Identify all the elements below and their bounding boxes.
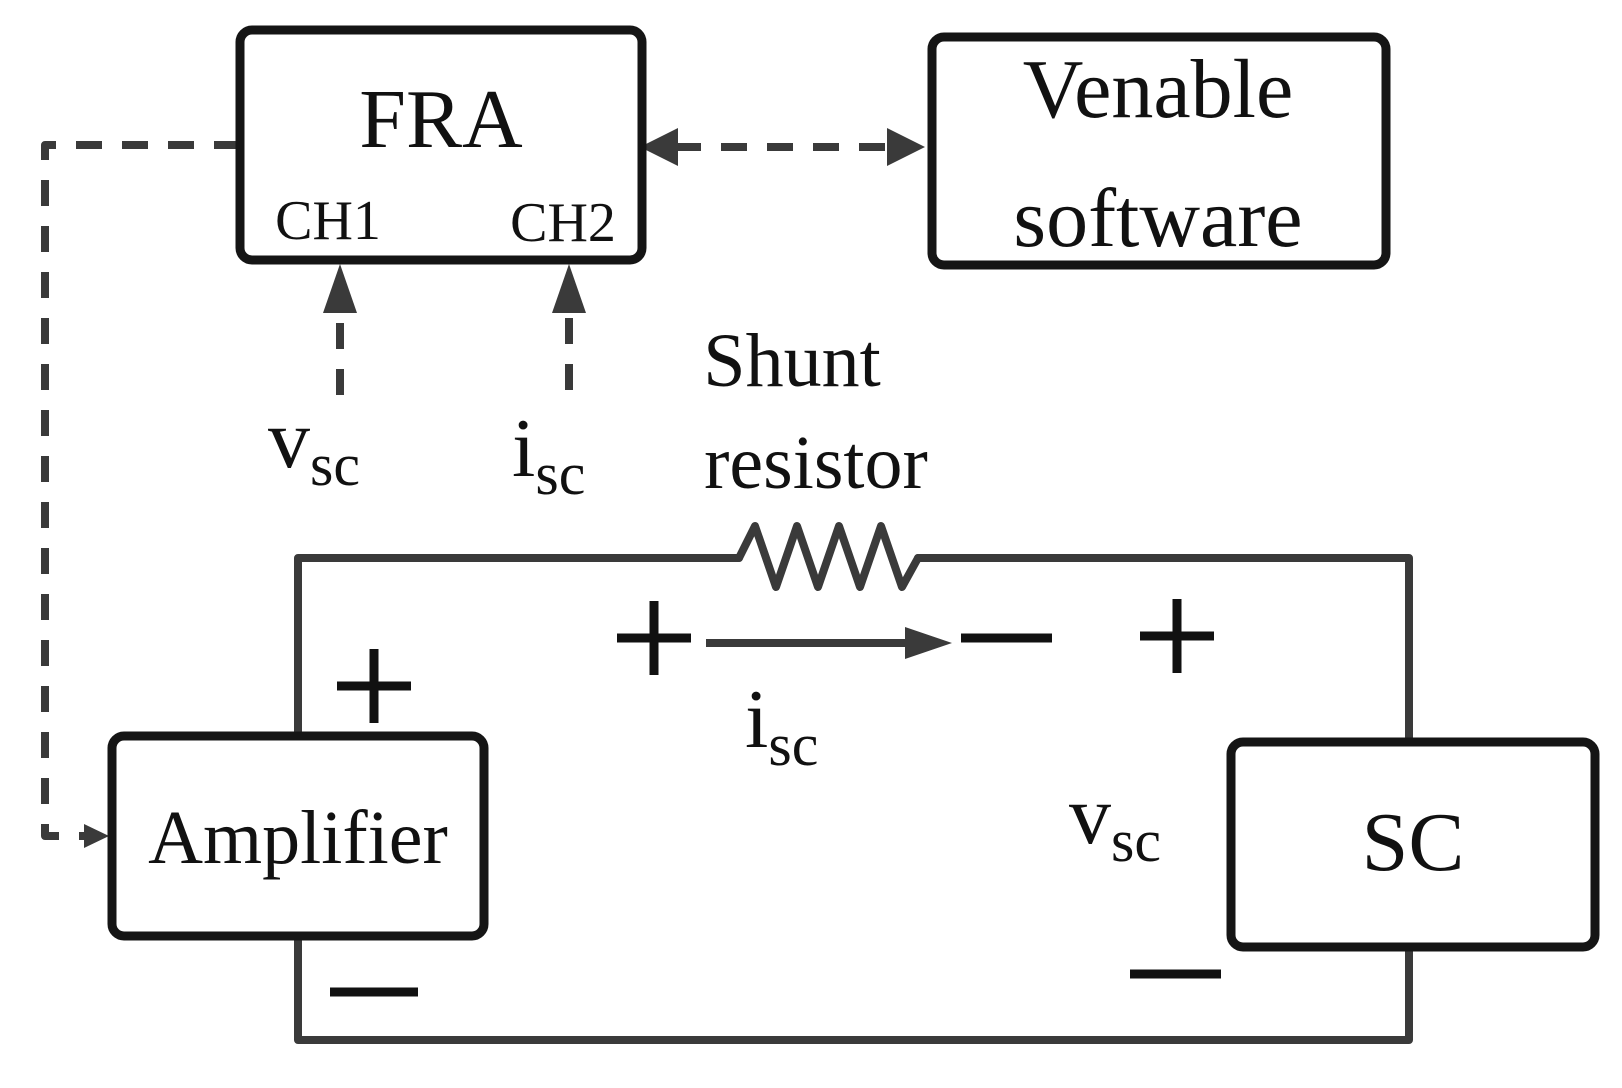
ch2-arrowhead: [552, 264, 586, 313]
fra-block: FRA CH1 CH2: [235, 25, 647, 265]
sc-plus-sign: [1140, 599, 1214, 673]
vsc-sc-label: vsc: [1069, 769, 1161, 874]
amplifier-input-arrowhead: [84, 824, 109, 848]
amplifier-block: Amplifier: [107, 731, 489, 941]
shunt-plus-sign: [617, 601, 691, 675]
amplifier-label: Amplifier: [148, 796, 448, 880]
venable-side-arrowhead: [887, 128, 925, 166]
signal-lines: [41, 128, 925, 848]
venable-label-line2: software: [1013, 172, 1302, 265]
ch2-label: CH2: [510, 192, 616, 254]
amplifier-plus-sign: [337, 649, 411, 723]
shunt-resistor-label: Shunt resistor: [703, 319, 928, 505]
venable-software-block: Venable software: [927, 32, 1391, 270]
vsc-probe-label: vsc: [268, 393, 360, 498]
shunt-label-line1: Shunt: [703, 319, 880, 403]
shunt-resistor: [735, 522, 922, 591]
sc-label: SC: [1362, 796, 1465, 889]
ch1-label: CH1: [275, 190, 381, 252]
isc-current-label: isc: [745, 673, 818, 778]
fra-to-amplifier-line: [41, 141, 240, 840]
shunt-label-line2: resistor: [704, 421, 928, 505]
current-arrow: [706, 627, 952, 659]
isc-probe-label: isc: [512, 402, 585, 507]
venable-label-line1: Venable: [1023, 43, 1294, 136]
circuit-wires: [294, 522, 1413, 1044]
ch1-arrowhead: [323, 264, 357, 313]
fra-label: FRA: [359, 73, 523, 166]
fra-side-arrowhead: [640, 128, 678, 166]
sc-block: SC: [1226, 737, 1600, 952]
